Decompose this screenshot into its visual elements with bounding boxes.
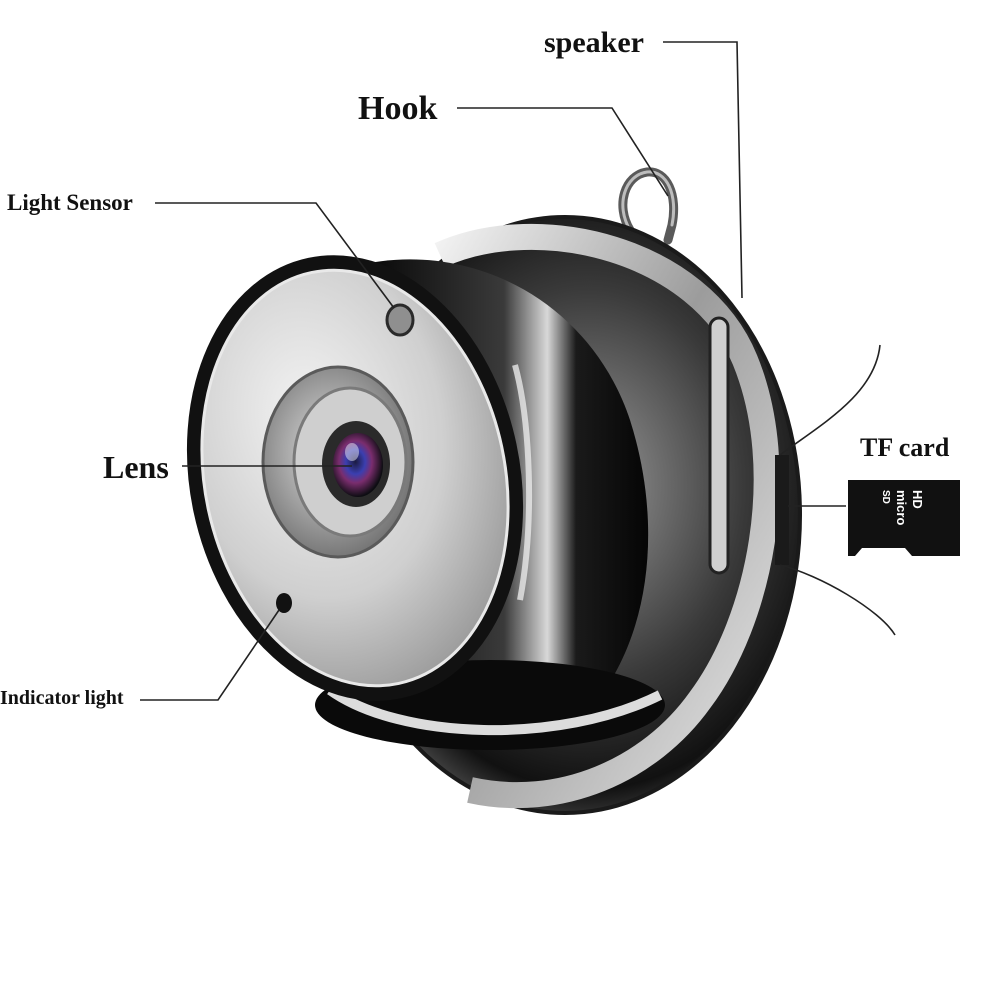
hook-leader bbox=[457, 107, 669, 197]
leader-lines bbox=[140, 41, 896, 701]
light-sensor bbox=[385, 303, 415, 337]
label-tf-card: TF card bbox=[860, 433, 950, 462]
light-sensor-leader bbox=[155, 202, 395, 309]
lens-glint bbox=[345, 443, 359, 461]
lens-iris bbox=[333, 433, 383, 497]
tf-slot bbox=[775, 455, 789, 565]
tf-card-icon: HD micro SD bbox=[848, 480, 960, 556]
label-speaker: speaker bbox=[544, 26, 644, 59]
svg-text:micro: micro bbox=[894, 490, 909, 525]
svg-text:HD: HD bbox=[910, 490, 925, 509]
indicator-light bbox=[276, 593, 292, 613]
label-indicator-light: Indicator light bbox=[0, 687, 124, 709]
speaker-leader bbox=[663, 41, 743, 299]
tf-zoom-bottom bbox=[779, 564, 896, 636]
barrel-highlight bbox=[512, 364, 533, 601]
label-lens: Lens bbox=[103, 449, 169, 485]
label-hook: Hook bbox=[358, 90, 438, 127]
tf-zoom-top bbox=[779, 344, 881, 456]
label-light-sensor: Light Sensor bbox=[7, 190, 133, 215]
camera-face-edge bbox=[200, 268, 510, 688]
hook-loop-highlight bbox=[621, 170, 676, 232]
indicator-leader bbox=[140, 609, 280, 701]
mount-chrome-ring bbox=[434, 223, 780, 809]
barrel-base-chrome bbox=[327, 685, 663, 736]
svg-text:SD: SD bbox=[880, 490, 891, 504]
speaker-slot bbox=[708, 316, 730, 575]
